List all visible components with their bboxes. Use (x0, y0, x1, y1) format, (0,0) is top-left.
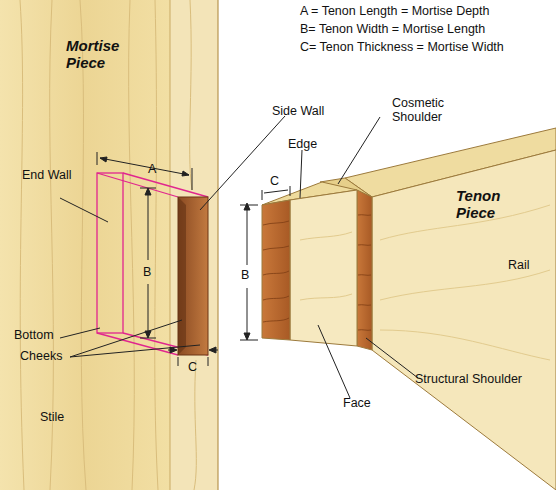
dimension-letter: B (143, 265, 151, 279)
part-label: End Wall (22, 168, 72, 182)
part-label: Face (343, 396, 371, 410)
part-label: Structural Shoulder (415, 372, 522, 386)
part-label: Side Wall (272, 104, 324, 118)
rail-board (262, 128, 556, 490)
part-name: Tenon Piece (456, 188, 526, 222)
dimension-letter: C (188, 360, 197, 374)
part-label: Cheeks (20, 349, 62, 363)
dimension-letter: A (148, 162, 156, 176)
part-name: Stile (40, 410, 64, 424)
mortise-opening (178, 197, 208, 355)
legend-note: A = Tenon Length = Mortise Depth (300, 4, 489, 18)
leader-lines (60, 116, 418, 398)
stile-board (0, 0, 218, 490)
part-label: Cosmetic Shoulder (392, 96, 472, 124)
wood-grain (263, 215, 371, 331)
dimension-letter: B (241, 268, 249, 282)
part-label: Bottom (14, 328, 54, 342)
part-name: Rail (508, 258, 530, 272)
legend-note: C= Tenon Thickness = Mortise Width (300, 40, 504, 54)
rail-grain (300, 205, 550, 360)
dimension-letter: C (270, 174, 279, 188)
legend-note: B= Tenon Width = Mortise Length (300, 22, 485, 36)
dimension-lines (97, 152, 290, 366)
mortise-outline (97, 173, 208, 355)
part-name: Mortise Piece (66, 38, 146, 72)
part-label: Edge (288, 137, 317, 151)
